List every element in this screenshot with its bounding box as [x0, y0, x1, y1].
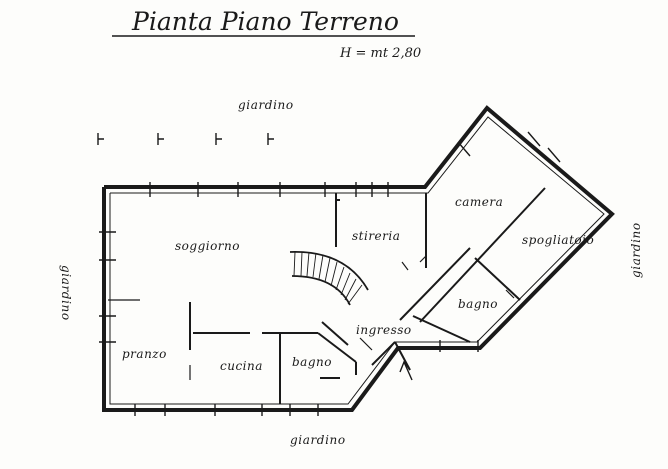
room-label-stireria: stireria	[352, 229, 400, 243]
window-marks	[99, 131, 561, 416]
garden-label-bottom: giardino	[290, 433, 346, 447]
garden-label-top: giardino	[238, 98, 294, 112]
room-label-soggiorno: soggiorno	[175, 239, 240, 253]
pergola-stubs	[97, 133, 274, 145]
door-marks	[108, 255, 515, 380]
room-label-camera: camera	[455, 195, 503, 209]
outer-walls	[102, 105, 615, 412]
room-label-cucina: cucina	[220, 359, 263, 373]
garden-label-right: giardino	[629, 222, 643, 278]
curved-staircase	[289, 251, 369, 306]
entrance-arrow	[399, 360, 413, 381]
room-label-pranzo: pranzo	[122, 347, 167, 361]
plan-title: Pianta Piano Terreno	[131, 7, 399, 36]
room-label-bagno-bottom: bagno	[292, 355, 332, 369]
outer-walls-inner	[109, 116, 605, 405]
room-label-bagno-right: bagno	[458, 297, 498, 311]
plan-height-note: H = mt 2,80	[339, 46, 421, 61]
interior-walls	[189, 187, 546, 404]
room-label-ingresso: ingresso	[356, 323, 412, 337]
garden-label-left: giardino	[59, 265, 73, 321]
room-label-spogliatoio: spogliatoio	[522, 233, 594, 247]
